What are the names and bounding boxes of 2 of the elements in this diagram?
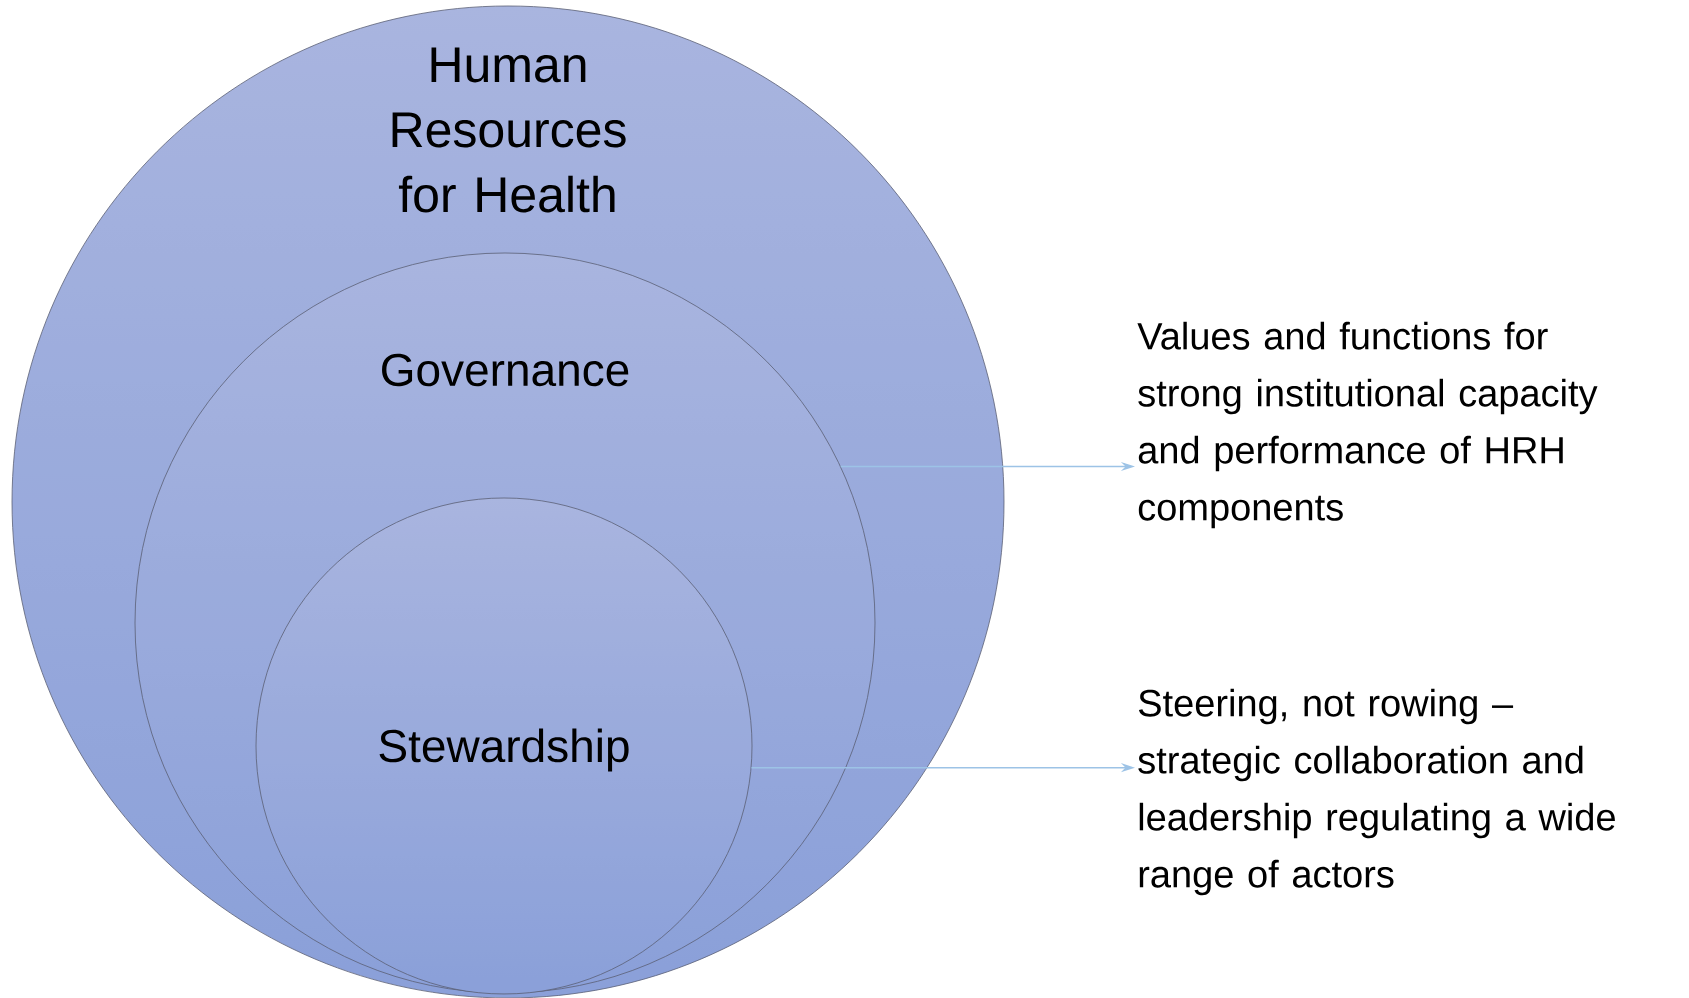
description-text: Values and functions for strong institutional capacity and performance of HRH components — [1137, 321, 1598, 529]
description-text: Steering, not rowing – strategic collaboration and leadership regulating a wide range of actors — [1138, 688, 1615, 896]
